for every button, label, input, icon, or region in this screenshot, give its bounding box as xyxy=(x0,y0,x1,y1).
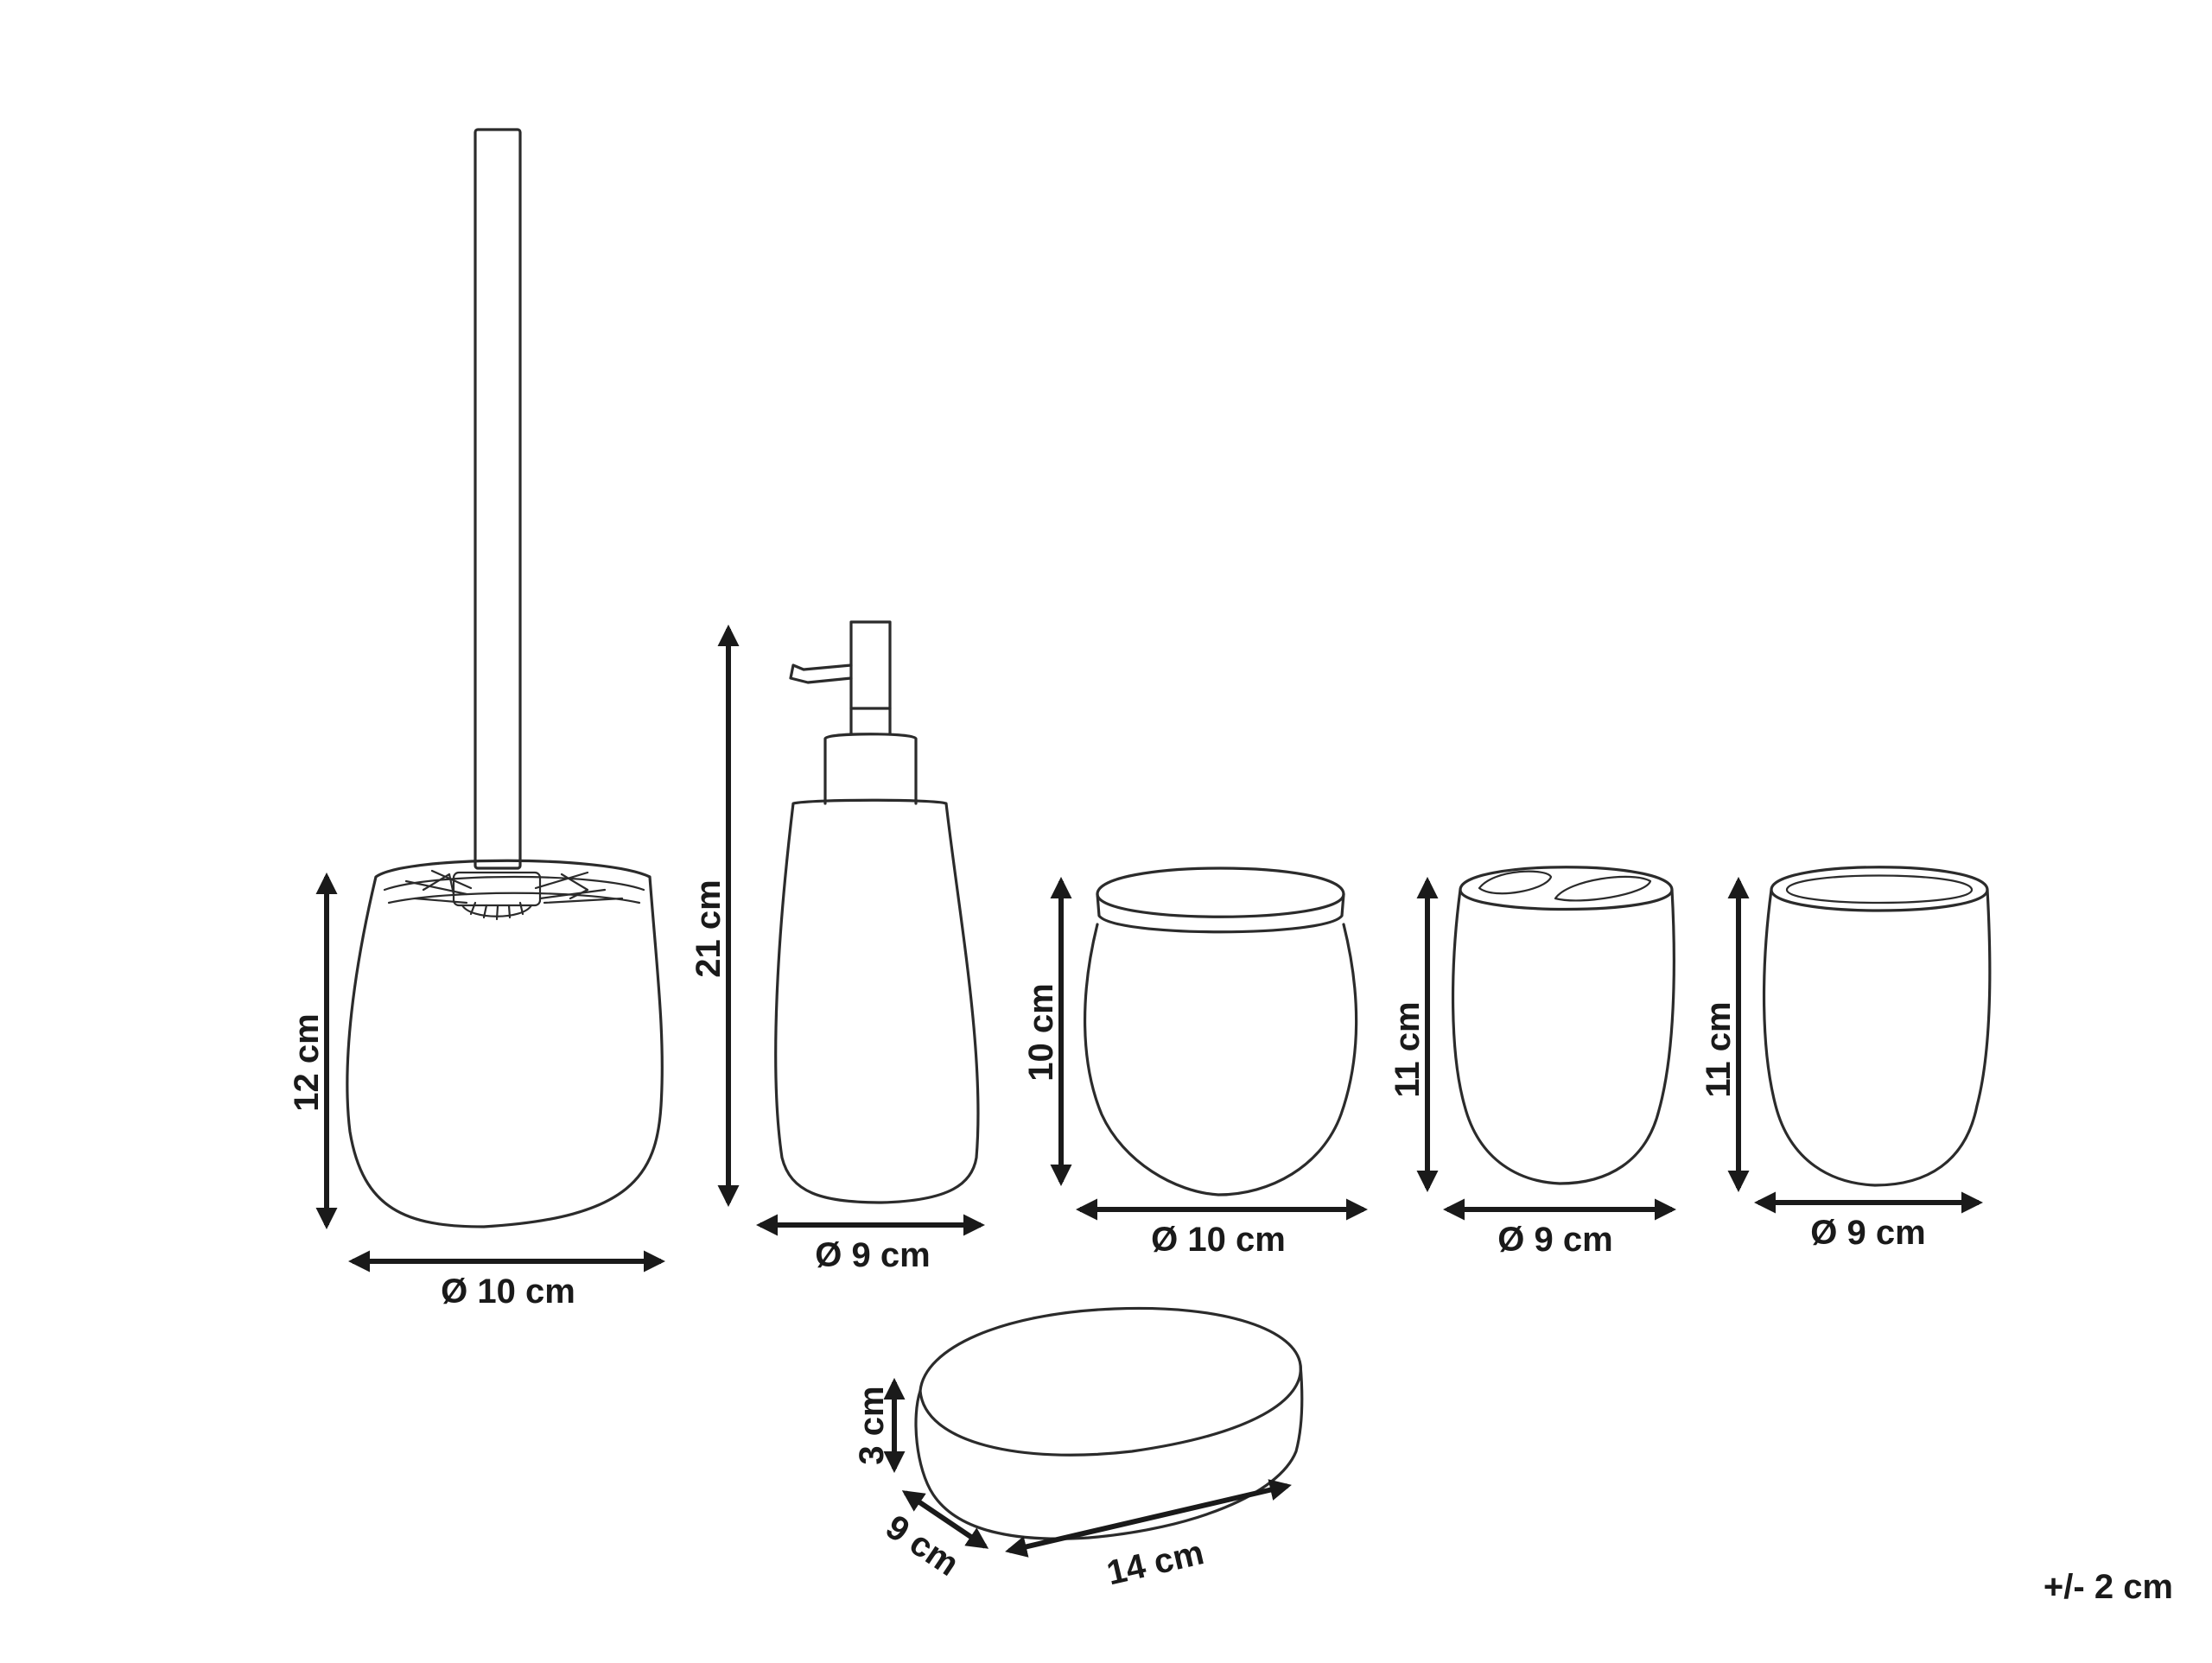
jar-diameter-label: Ø 10 cm xyxy=(1151,1221,1286,1259)
jar-height-dimension: 10 cm xyxy=(1022,876,1072,1187)
soap-dish-height-dimension: 3 cm xyxy=(853,1377,906,1474)
soap-dispenser-height-dimension: 21 cm xyxy=(690,624,740,1208)
jar-diameter-dimension: Ø 10 cm xyxy=(1075,1198,1369,1259)
toilet-brush-height-dimension: 12 cm xyxy=(288,872,338,1230)
toothbrush-holder-height-dimension: 11 cm xyxy=(1389,876,1439,1193)
toilet-brush-height-label: 12 cm xyxy=(288,1013,326,1111)
soap-dispenser-diameter-dimension: Ø 9 cm xyxy=(755,1214,986,1274)
toilet-brush-diameter-label: Ø 10 cm xyxy=(441,1273,575,1311)
toothbrush-holder-diameter-dimension: Ø 9 cm xyxy=(1442,1198,1677,1259)
cup-diameter-label: Ø 9 cm xyxy=(1810,1214,1925,1252)
cup-height-dimension: 11 cm xyxy=(1700,876,1750,1193)
toothbrush-holder-diameter-label: Ø 9 cm xyxy=(1497,1221,1612,1259)
soap-dish-drawing xyxy=(914,1306,1304,1540)
cup-diameter-dimension: Ø 9 cm xyxy=(1753,1191,1984,1252)
tolerance-note: +/- 2 cm xyxy=(2044,1568,2173,1606)
toilet-brush-diameter-dimension: Ø 10 cm xyxy=(347,1250,666,1311)
soap-dish-width-dimension: 9 cm xyxy=(879,1490,989,1584)
toilet-brush-drawing xyxy=(346,128,664,1228)
jar-drawing xyxy=(1084,866,1358,1196)
soap-dish-height-label: 3 cm xyxy=(853,1386,891,1464)
soap-dish-length-label: 14 cm xyxy=(1103,1533,1207,1592)
soap-dish-length-dimension: 14 cm xyxy=(1005,1479,1292,1593)
toothbrush-holder-drawing xyxy=(1451,866,1675,1185)
soap-dispenser-height-label: 21 cm xyxy=(690,879,728,977)
soap-dispenser-diameter-label: Ø 9 cm xyxy=(815,1236,930,1274)
jar-height-label: 10 cm xyxy=(1022,983,1060,1081)
cup-height-label: 11 cm xyxy=(1700,1001,1738,1097)
soap-dispenser-drawing xyxy=(774,620,980,1204)
soap-dish-width-label: 9 cm xyxy=(879,1507,965,1583)
toothbrush-holder-height-label: 11 cm xyxy=(1389,1001,1427,1097)
cup-drawing xyxy=(1762,866,1992,1187)
